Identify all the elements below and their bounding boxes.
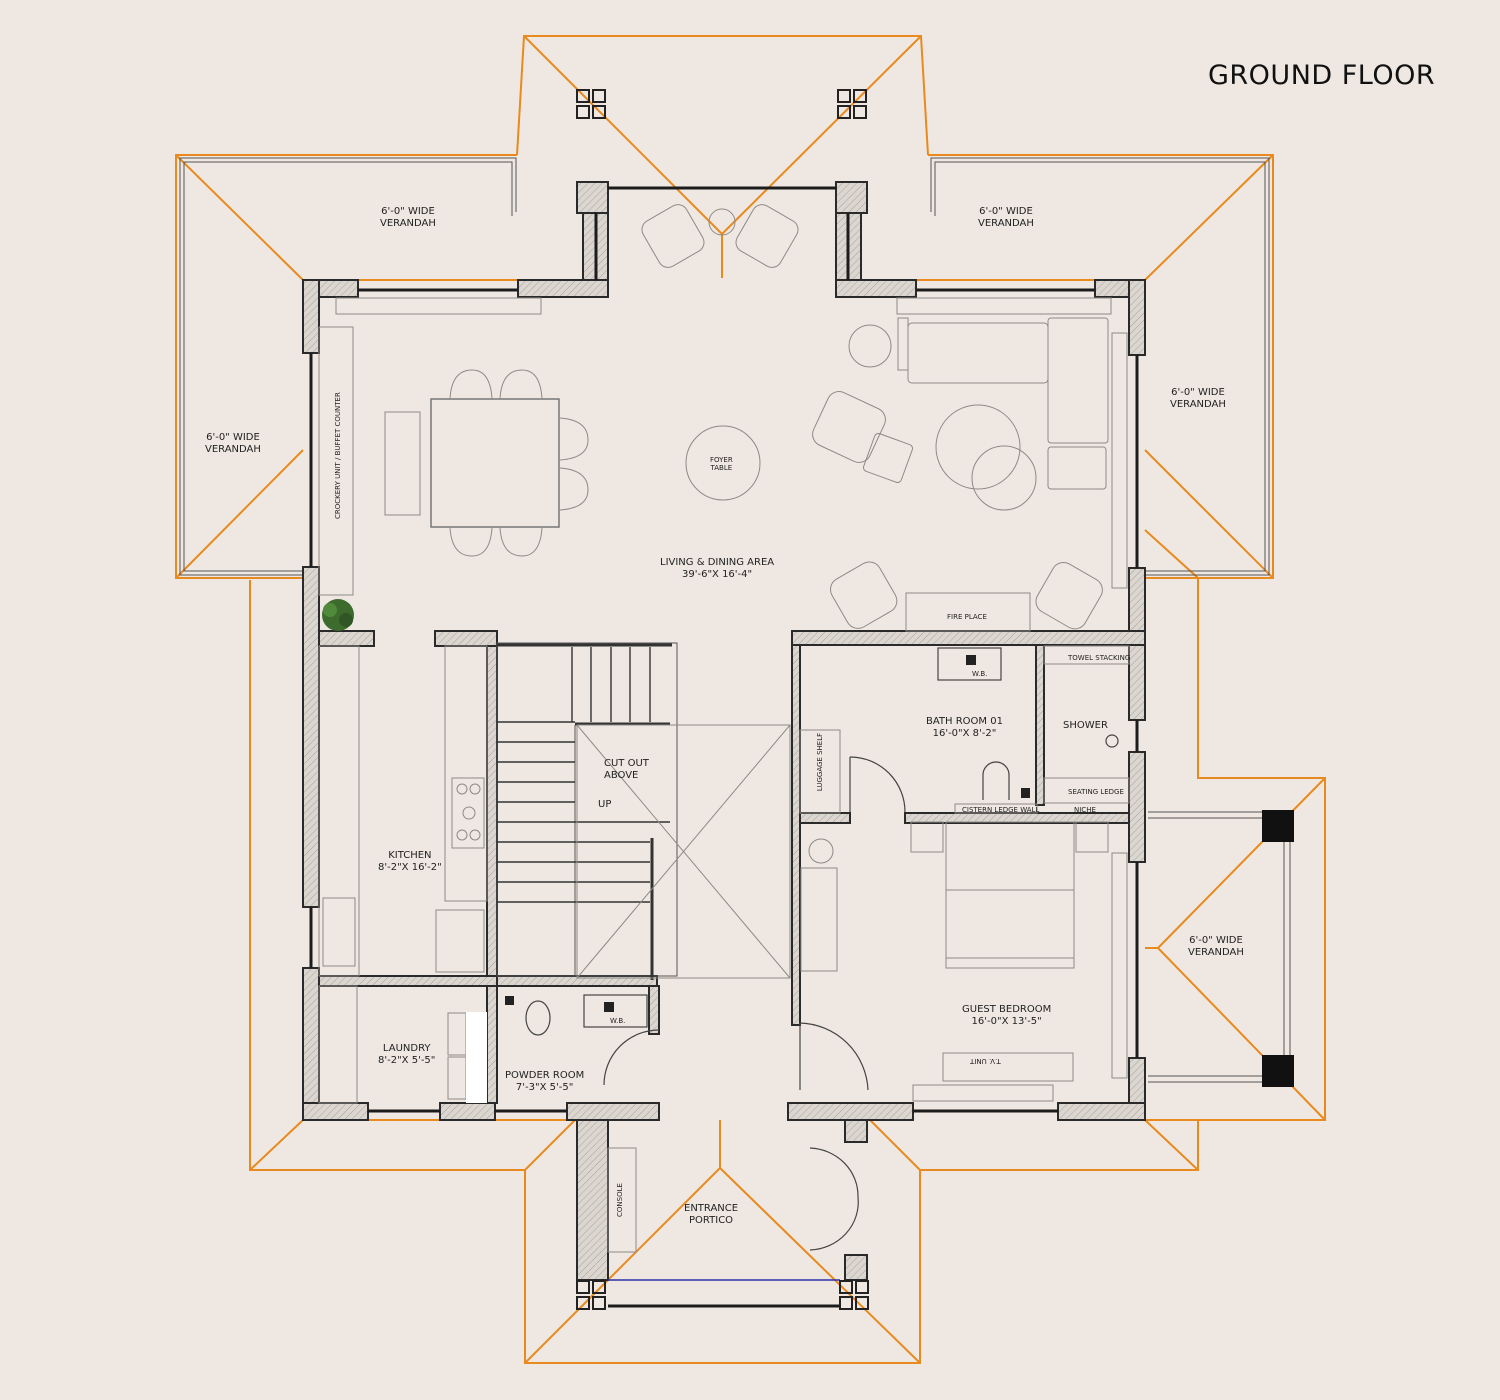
windows [309,186,1139,1308]
page-title: GROUND FLOOR [1208,60,1436,91]
bath-wb-label: W.B. [972,670,988,678]
seating-ledge-label: SEATING LEDGE [1068,788,1124,796]
verandah-columns [1262,810,1294,1087]
stair-up-label: UP [598,799,612,810]
roof-outline [175,35,1326,1364]
furniture [318,204,1130,1253]
glass-block-windows [576,89,869,1310]
console-label: CONSOLE [616,1183,624,1217]
crockery-unit-label: CROCKERY UNIT / BUFFET COUNTER [334,392,342,519]
towel-stacking-label: TOWEL STACKING [1068,654,1131,662]
walls [302,181,1146,1281]
fireplace-label: FIRE PLACE [947,613,987,621]
verandah-parapets [179,157,1291,1083]
shower-label: SHOWER [1063,720,1108,731]
cistern-ledge-label: CISTERN LEDGE WALL [962,806,1040,814]
tv-unit-label: T.V. UNIT [970,1057,1001,1065]
niche-label: NICHE [1074,806,1096,814]
luggage-shelf-label: LUGGAGE SHELF [816,732,824,792]
powder-wb-label: W.B. [610,1017,626,1025]
